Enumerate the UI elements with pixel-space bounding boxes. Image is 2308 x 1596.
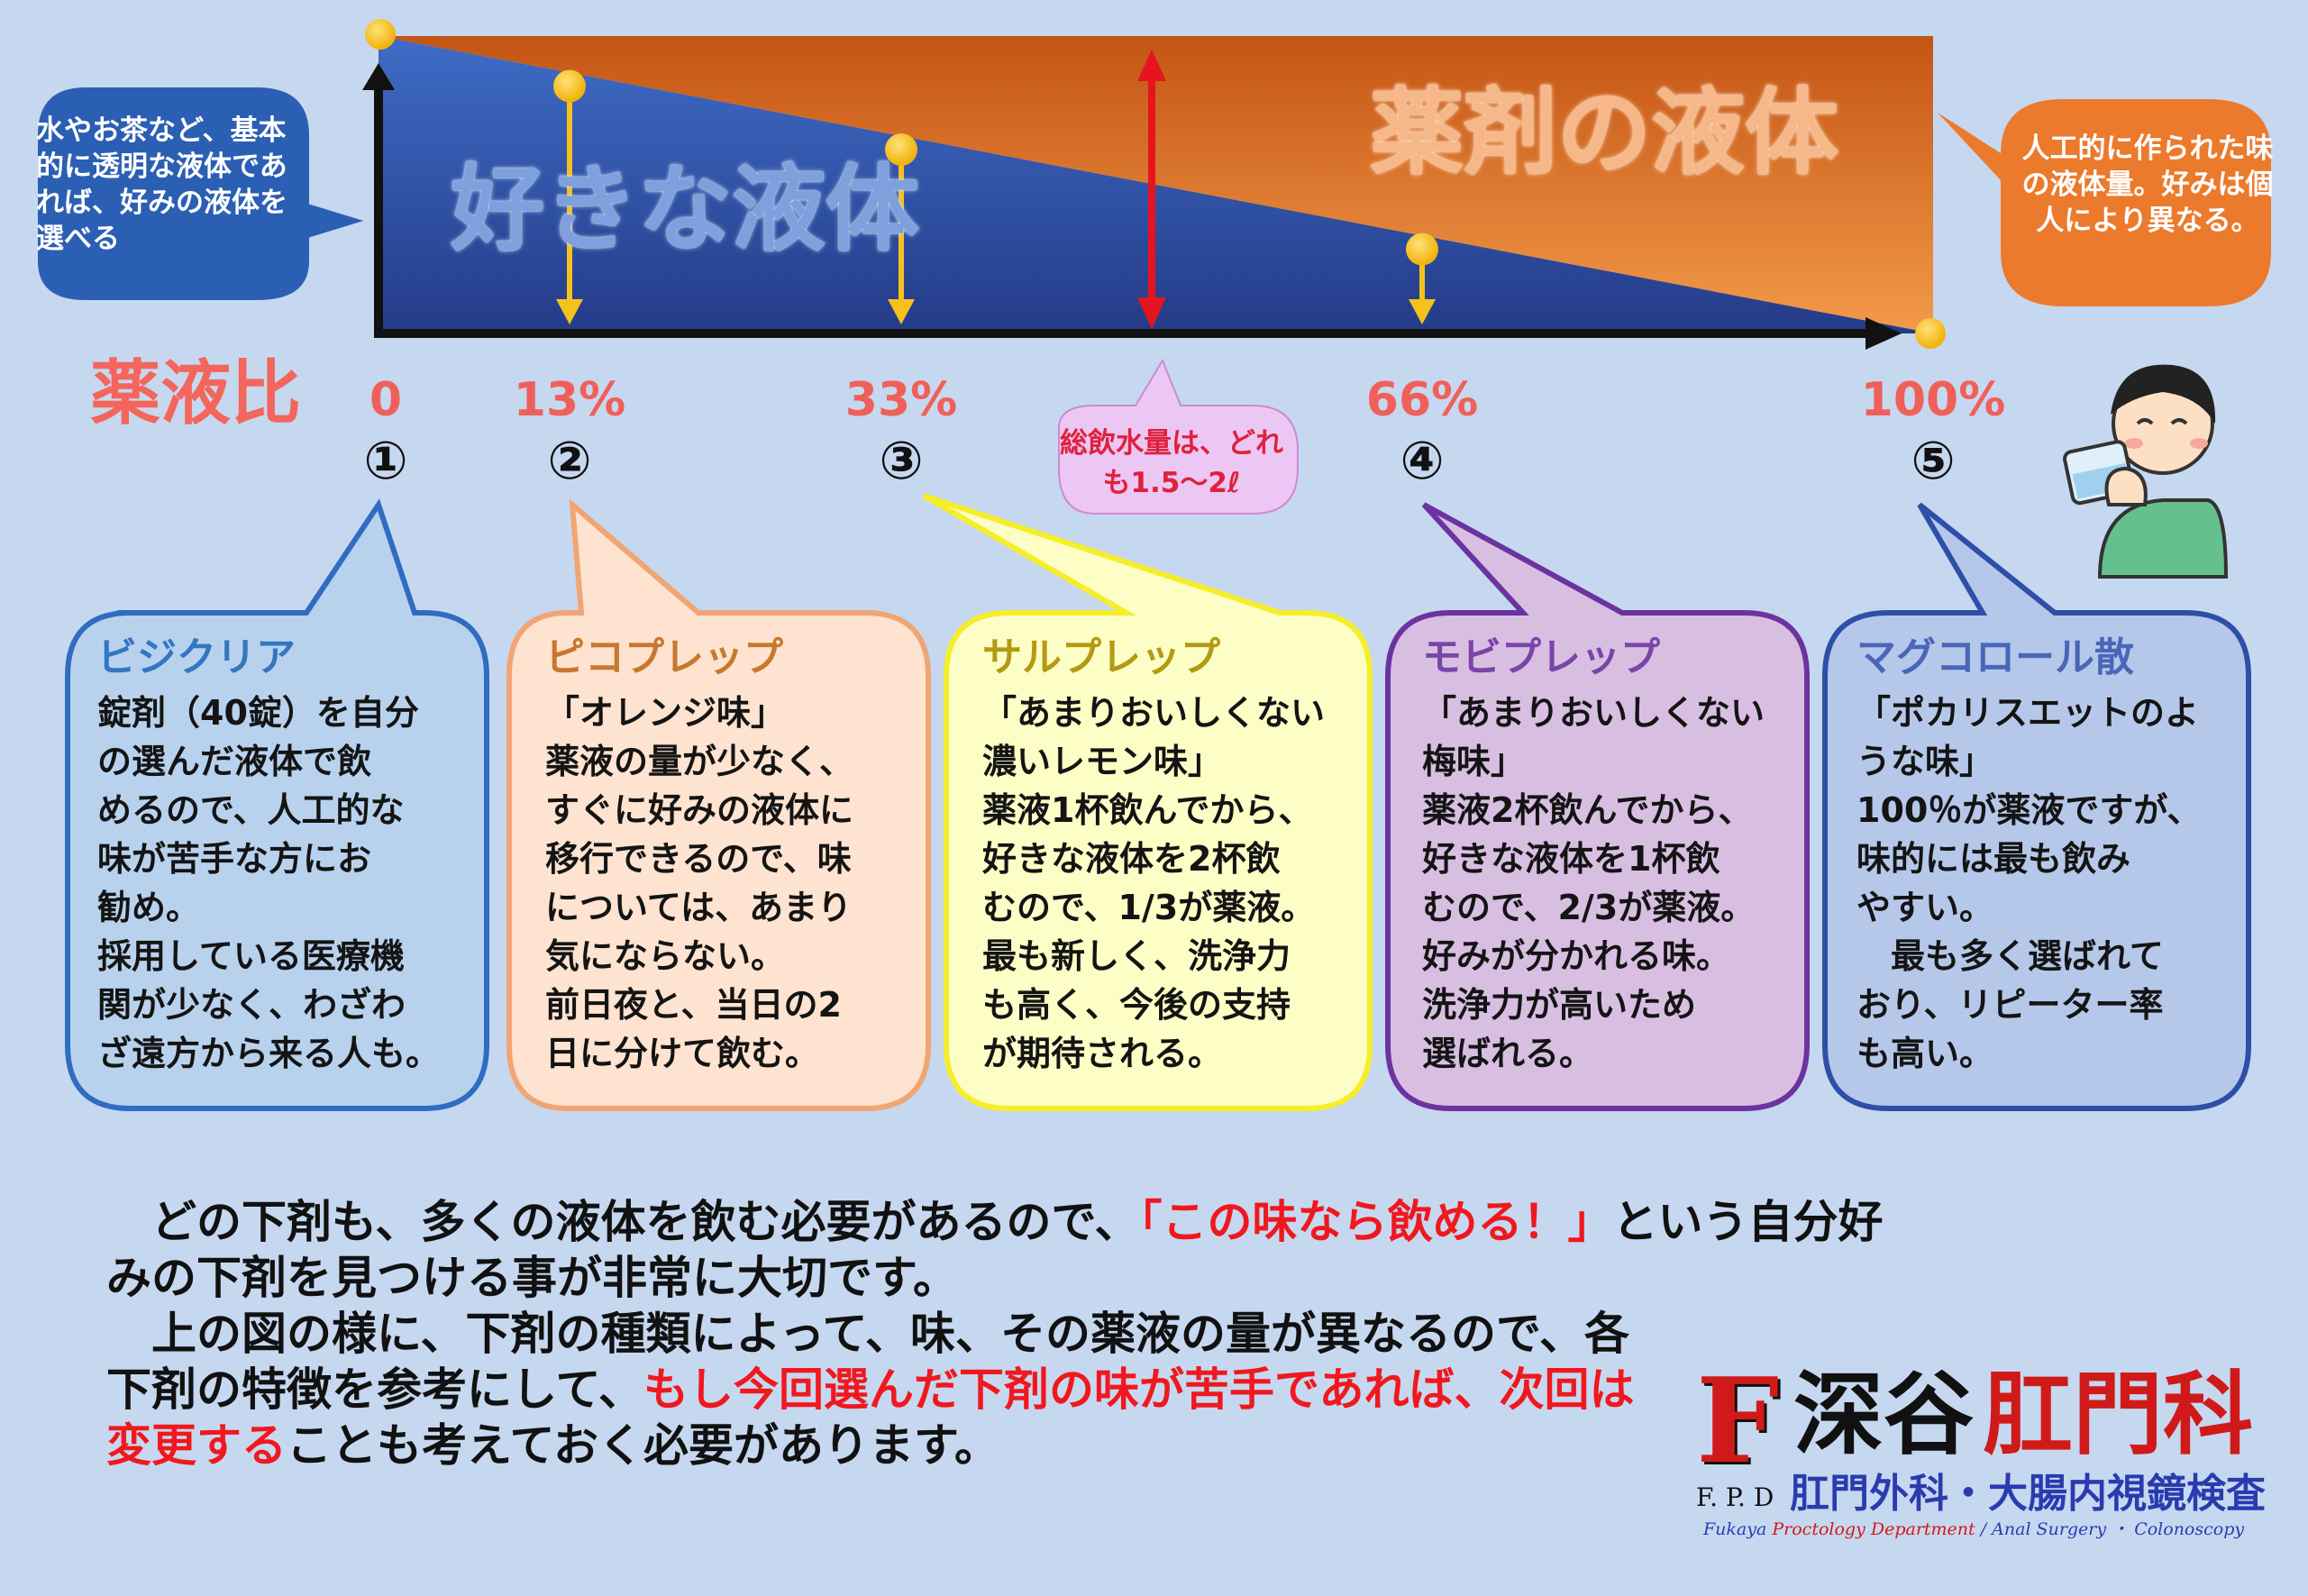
card-body-moviprep: 「あまりおいしくない 梅味」 薬液2杯飲んでから、 好きな液体を1杯飲 むので、… <box>1422 693 1765 1073</box>
paragraph-1-text-b: という自分好みの下剤を見つける事が非常に大切です。 <box>106 1196 1884 1304</box>
card-title-moviprep: モビプレップ <box>1422 634 1660 680</box>
ratio-label-1: 0 <box>369 373 403 427</box>
ratio-label-5: 100% <box>1860 373 2006 427</box>
marker-number-2: ② <box>547 430 592 491</box>
paragraph-2-text-a: 上の図の様に、下剤の種類によって、味、その薬液の量が異なるので、各下剤の特徴を参… <box>106 1308 1629 1416</box>
card-body-picoprep: 「オレンジ味」 薬液の量が少なく、 すぐに好みの液体に 移行できるので、味 につ… <box>545 693 854 1073</box>
logo-english-1: Fukaya <box>1703 1519 1767 1539</box>
ratio-label-2: 13% <box>513 373 626 427</box>
logo-english-3: / Anal Surgery ・ Colonoscopy <box>1980 1519 2245 1539</box>
paragraph-2-emphasis: もし今回選んだ下剤の味が苦手であれば、次回は変更する <box>106 1363 1635 1472</box>
marker-number-3: ③ <box>879 430 924 491</box>
marker-dot-2 <box>553 69 586 103</box>
card-title-picoprep: ピコプレップ <box>545 634 783 680</box>
liked-liquid-region <box>379 36 1933 333</box>
ratio-title: 薬液比 <box>90 353 302 434</box>
paragraph-1-emphasis: 「この味なら飲める！」 <box>1139 1196 1613 1248</box>
logo-name-red: 肛門科 <box>1983 1362 2253 1467</box>
paragraph-2: 上の図の様に、下剤の種類によって、味、その薬液の量が異なるので、各下剤の特徴を参… <box>106 1306 1638 1473</box>
total-note-bubble <box>1058 358 1299 515</box>
logo-subtitle: 肛門外科・大腸内視鏡検査 <box>1790 1471 2266 1517</box>
marker-arrowhead-4 <box>1409 299 1436 324</box>
marker-dot-4 <box>1406 233 1438 266</box>
liked-liquid-label: 好きな液体 <box>451 154 920 264</box>
end-dot <box>1915 318 1946 349</box>
total-volume-note: 総飲水量は、どれも1.5～2ℓ <box>1060 427 1283 499</box>
card-body-bisiclear: 錠剤（40錠）を自分 の選んだ液体で飲 めるので、人工的な 味が苦手な方にお 勧… <box>97 693 441 1073</box>
marker-arrowhead-3 <box>888 299 915 324</box>
card-title-bisiclear: ビジクリア <box>97 634 296 680</box>
card-body-salprep: 「あまりおいしくない 濃いレモン味」 薬液1杯飲んでから、 好きな液体を2杯飲 … <box>982 693 1326 1073</box>
explanation-paragraph: どの下剤も、多くの液体を飲む必要があるので、「この味なら飲める！」という自分好み… <box>106 1194 1927 1473</box>
person-drinking-illustration <box>2063 364 2229 579</box>
marker-dot-3 <box>885 132 917 166</box>
paragraph-1: どの下剤も、多くの液体を飲む必要があるので、「この味なら飲める！」という自分好み… <box>106 1194 1927 1306</box>
card-title-salprep: サルプレップ <box>982 634 1220 680</box>
left-note-text: 水やお茶など、基本的に透明な液体であれば、好みの液体を選べる <box>36 114 287 255</box>
logo-fpd: F. P. D <box>1696 1482 1774 1512</box>
card-body-magcorol: 「ポカリスエットのよ うな味」 100％が薬液ですが、 味的には最も飲み やすい… <box>1856 693 2202 1073</box>
right-note-text: 人工的に作られた味の液体量。好みは個人により異なる。 <box>2021 132 2274 237</box>
logo-english: Fukaya Proctology Department / Anal Surg… <box>1703 1521 2244 1538</box>
card-bubble-bisiclear <box>65 498 489 1111</box>
right-note-bubble <box>1938 99 2271 306</box>
ratio-label-4: 66% <box>1365 373 1479 427</box>
left-note-bubble <box>34 84 376 304</box>
logo-english-2: Proctology Department <box>1772 1519 1975 1539</box>
card-bubble-magcorol <box>1822 502 2251 1111</box>
card-bubble-moviprep <box>1385 502 1810 1111</box>
paragraph-1-text-a: どの下剤も、多くの液体を飲む必要があるので、 <box>106 1196 1140 1248</box>
card-bubble-salprep <box>922 493 1373 1111</box>
start-dot <box>365 19 396 50</box>
marker-number-5: ⑤ <box>1911 430 1956 491</box>
card-bubble-picoprep <box>506 497 931 1111</box>
marker-number-4: ④ <box>1400 430 1445 491</box>
paragraph-2-text-b: ことも考えておく必要があります。 <box>287 1419 999 1472</box>
drug-liquid-label: 薬剤の液体 <box>1370 78 1839 187</box>
ratio-label-3: 33% <box>844 373 958 427</box>
logo-name-black: 深谷 <box>1793 1362 1974 1467</box>
logo-mark: F <box>1696 1352 1780 1490</box>
marker-arrowhead-2 <box>556 299 583 324</box>
marker-number-1: ① <box>363 430 408 491</box>
card-title-magcorol: マグコロール散 <box>1856 634 2134 680</box>
